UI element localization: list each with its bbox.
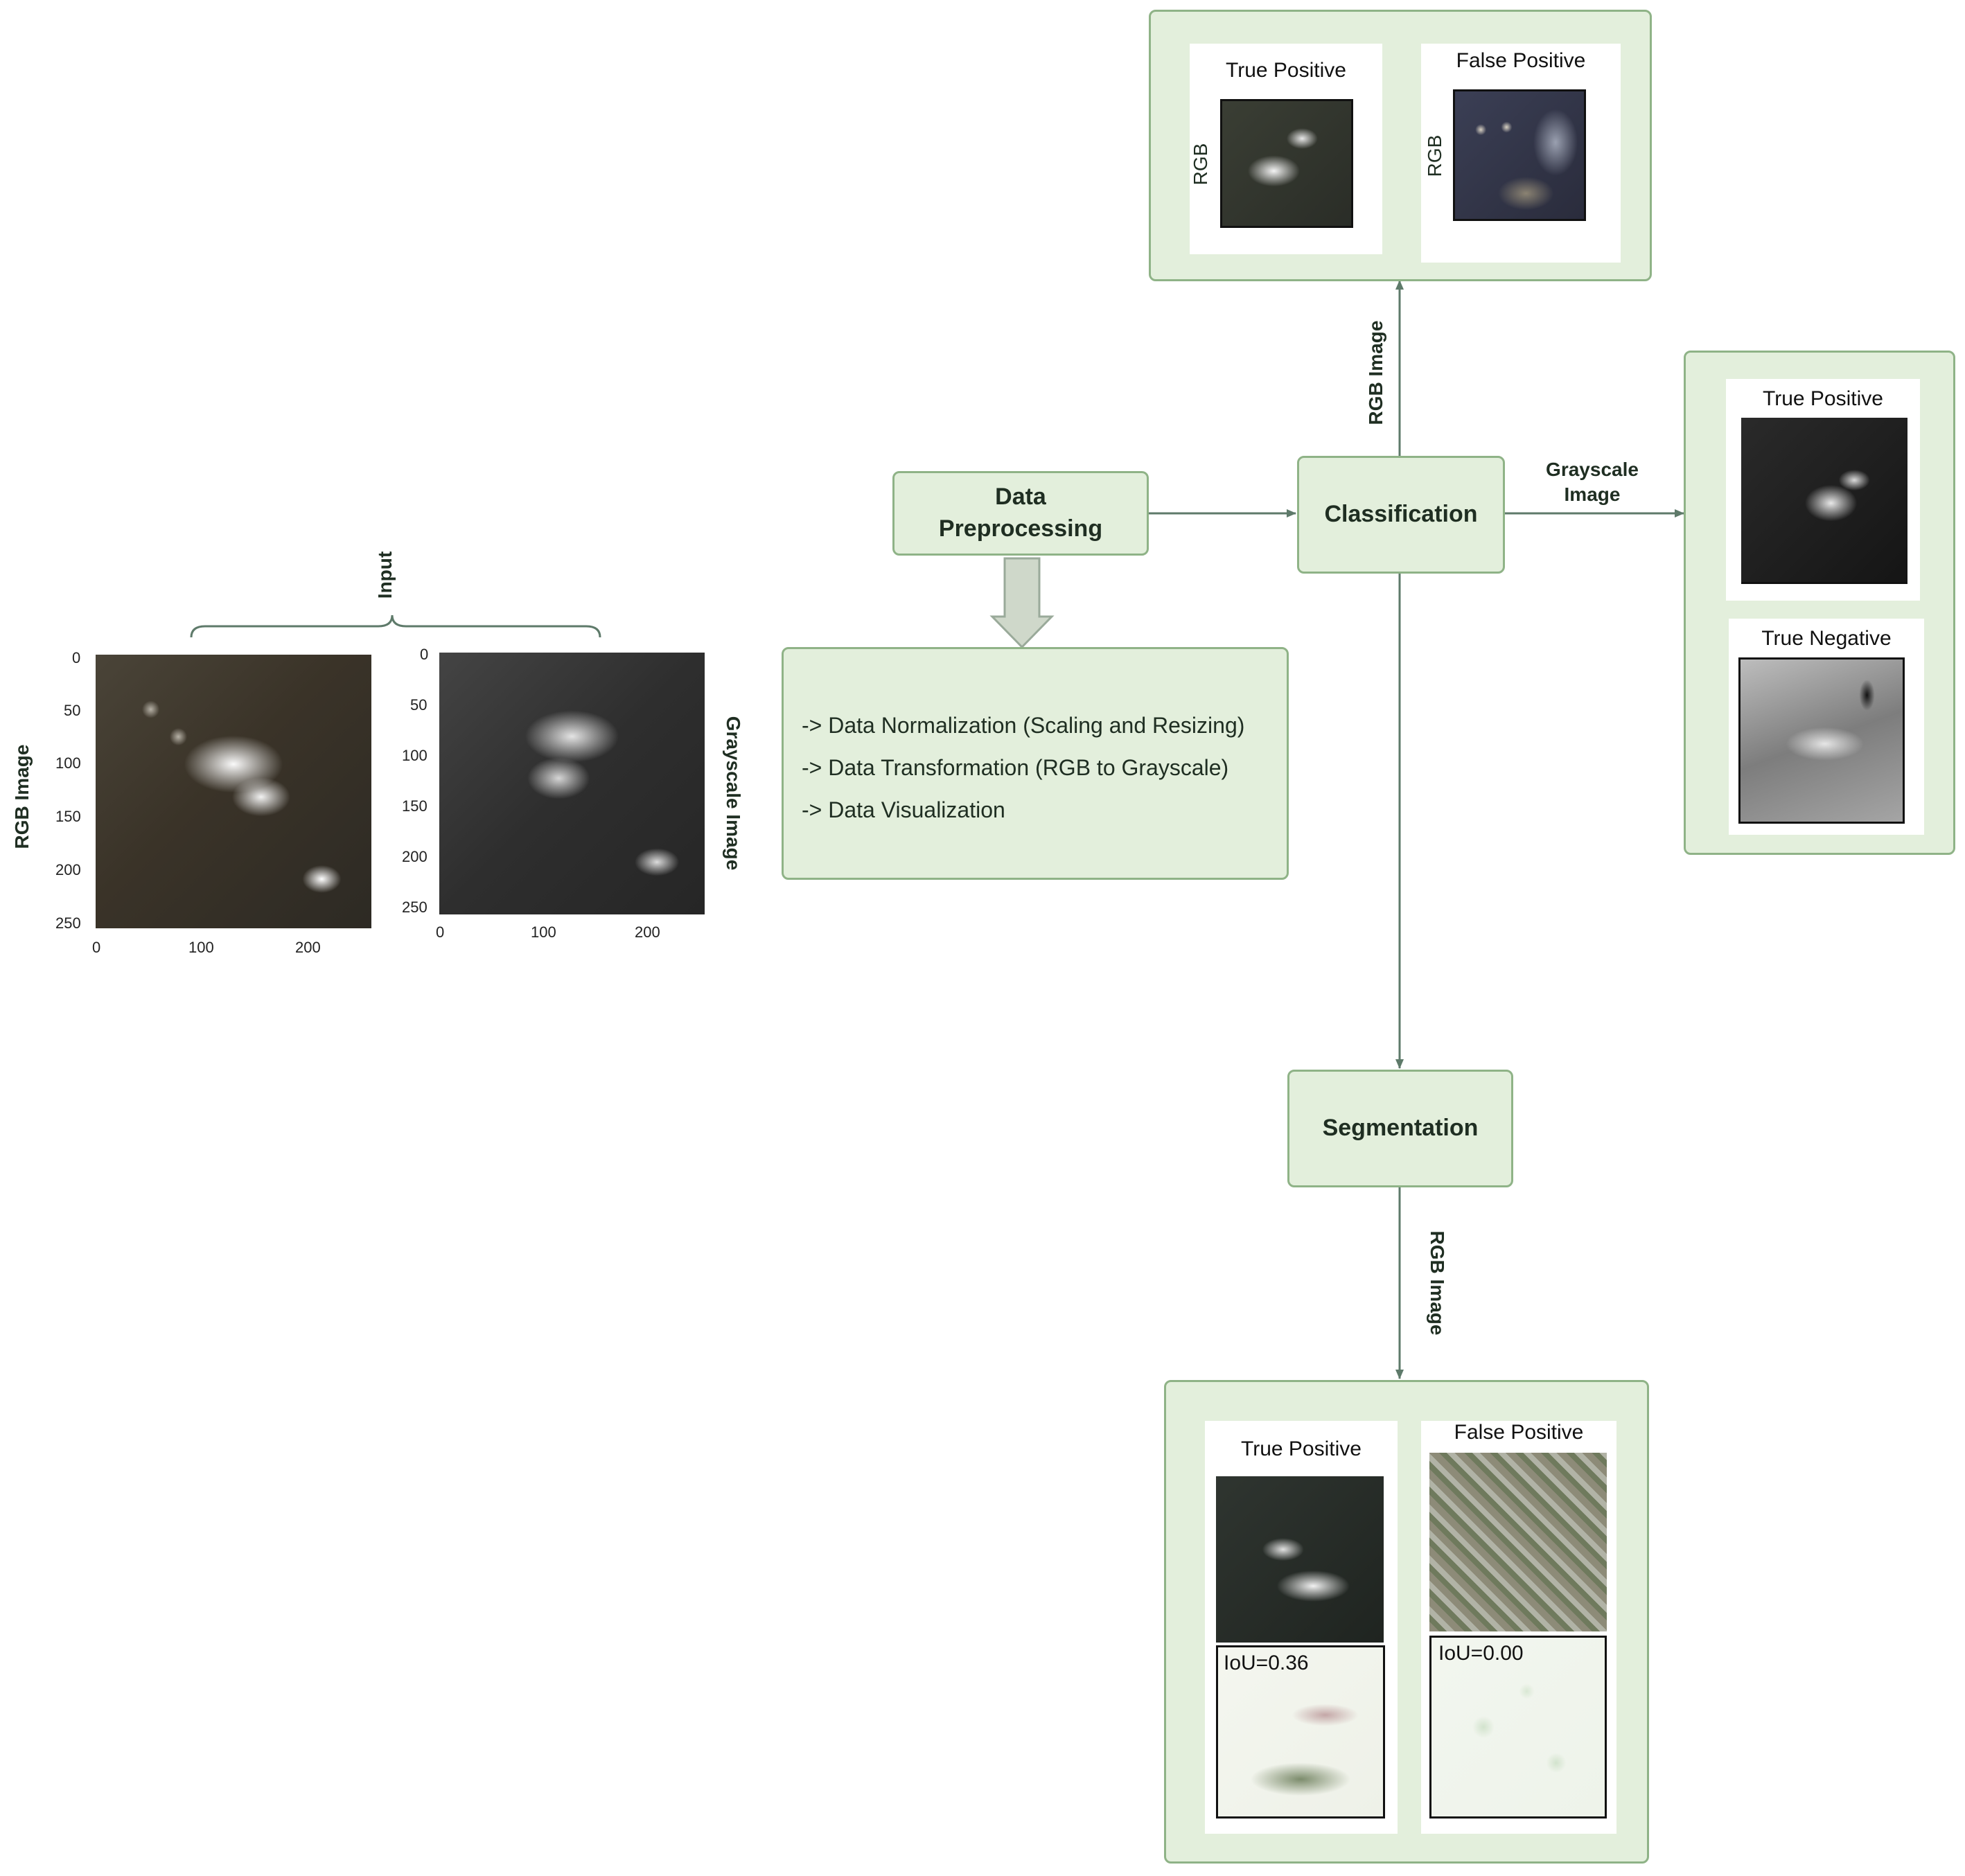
result-thumbnail — [1738, 657, 1905, 824]
step-item: -> Data Normalization (Scaling and Resiz… — [802, 713, 1245, 738]
tick-label: 100 — [402, 747, 428, 764]
block-arrow-down — [989, 557, 1055, 649]
panel-title: True Positive — [1763, 387, 1883, 410]
tick-label: 100 — [55, 754, 81, 772]
result-panel-true-positive: True Positive IoU=0.36 — [1205, 1421, 1398, 1834]
tick-label: 250 — [402, 899, 428, 916]
result-panel-true-negative: True Negative — [1729, 619, 1924, 835]
iou-label: IoU=0.36 — [1224, 1652, 1309, 1674]
edge-label-seg-bottom: RGB Image — [1427, 1230, 1448, 1336]
result-thumbnail — [1741, 418, 1907, 584]
tick-label: 250 — [55, 914, 81, 932]
segmentation-mask: IoU=0.36 — [1216, 1645, 1385, 1819]
panel-title: False Positive — [1456, 49, 1586, 72]
rgb-input-image — [96, 655, 371, 928]
step-item: -> Data Transformation (RGB to Grayscale… — [802, 755, 1229, 780]
preprocessing-steps: -> Data Normalization (Scaling and Resiz… — [802, 705, 1244, 831]
segmentation-node: Segmentation — [1287, 1070, 1513, 1187]
panel-title: True Positive — [1241, 1437, 1362, 1460]
preprocessing-node: Data Preprocessing — [892, 471, 1149, 556]
iou-label: IoU=0.00 — [1438, 1642, 1524, 1665]
result-thumbnail — [1453, 89, 1586, 221]
tick-label: 100 — [531, 923, 556, 941]
input-brace — [190, 614, 601, 638]
panel-side-label: RGB — [1424, 134, 1445, 177]
tick-label: 150 — [402, 797, 428, 815]
tick-label: 50 — [410, 696, 428, 714]
tick-label: 200 — [55, 861, 81, 878]
tick-label: 100 — [188, 939, 214, 956]
result-thumbnail — [1220, 99, 1353, 228]
tick-label: 0 — [72, 649, 81, 666]
segmentation-mask: IoU=0.00 — [1429, 1636, 1607, 1819]
preprocessing-steps-box: -> Data Normalization (Scaling and Resiz… — [782, 647, 1289, 880]
gray-input-image — [439, 653, 705, 914]
tick-label: 150 — [55, 808, 81, 825]
tick-label: 50 — [64, 702, 81, 719]
result-panel-true-positive: True Positive — [1726, 379, 1920, 601]
tick-label: 0 — [436, 923, 445, 941]
result-panel-true-positive: True Positive RGB — [1190, 44, 1382, 254]
segmentation-title: Segmentation — [1322, 1115, 1479, 1142]
tick-label: 0 — [420, 646, 429, 663]
panel-side-label: RGB — [1190, 143, 1211, 186]
classification-gray-results: True Positive True Negative — [1684, 351, 1955, 855]
tick-label: 200 — [295, 939, 321, 956]
result-thumbnail — [1429, 1453, 1607, 1631]
edge-label-line1: Grayscale — [1546, 459, 1639, 480]
panel-title: True Positive — [1226, 59, 1346, 82]
classification-node: Classification — [1297, 456, 1505, 574]
preprocessing-title-line2: Preprocessing — [938, 515, 1103, 542]
result-panel-false-positive: False Positive RGB — [1421, 44, 1621, 263]
tick-label: 200 — [635, 923, 660, 941]
classification-rgb-results: True Positive RGB False Positive RGB — [1149, 10, 1652, 281]
edge-label-class-top: RGB Image — [1365, 320, 1386, 425]
step-item: -> Data Visualization — [802, 797, 1005, 822]
panel-title: False Positive — [1454, 1421, 1584, 1444]
panel-title: True Negative — [1761, 627, 1892, 650]
edge-label-class-right: Grayscale Image — [1523, 457, 1662, 508]
classification-title: Classification — [1324, 501, 1478, 528]
input-label: Input — [374, 551, 396, 599]
edge-label-line2: Image — [1564, 484, 1621, 506]
result-panel-false-positive: False Positive IoU=0.00 — [1421, 1421, 1616, 1834]
segmentation-results: True Positive IoU=0.36 False Positive Io… — [1164, 1380, 1649, 1864]
result-thumbnail — [1216, 1476, 1384, 1643]
tick-label: 0 — [92, 939, 101, 956]
gray-axis-label: Grayscale Image — [723, 716, 744, 871]
preprocessing-title-line1: Data — [995, 484, 1046, 511]
tick-label: 200 — [402, 848, 428, 865]
rgb-axis-label: RGB Image — [11, 744, 33, 849]
